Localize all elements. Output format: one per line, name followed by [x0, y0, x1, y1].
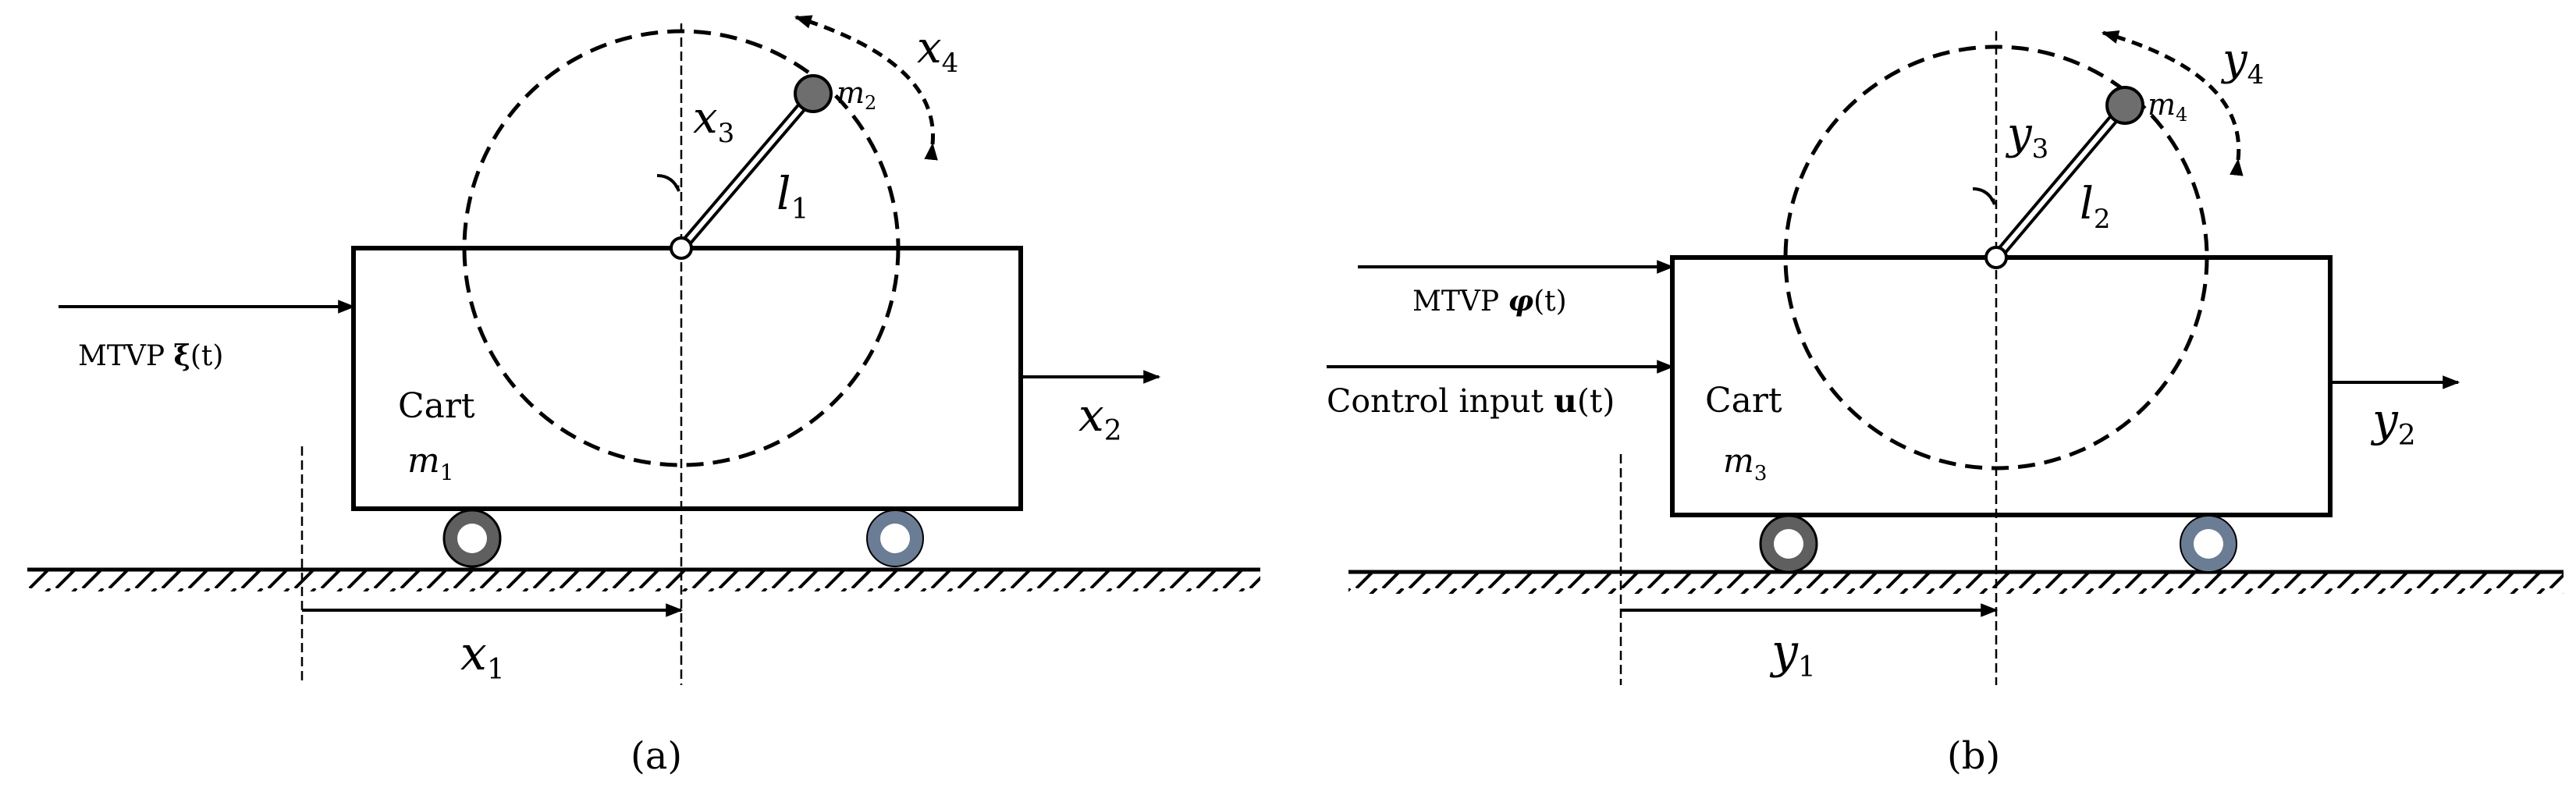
ground-b [1348, 570, 2564, 594]
pendulum-rod-a [677, 90, 818, 252]
panel-b: MTVP φ(t) Control input u(t) Cart m3 m4 … [1327, 30, 2564, 778]
velocity-label-b: y2 [2370, 393, 2416, 452]
velocity-label-a: x2 [1078, 389, 1122, 447]
caption-b: (b) [1947, 734, 2000, 778]
position-label-a: x1 [460, 627, 505, 686]
wheel-left-a [442, 509, 502, 568]
caption-a: (a) [631, 734, 682, 778]
angular-velocity-arrow-b [2101, 30, 2244, 176]
angular-velocity-label-b: y4 [2220, 34, 2264, 91]
wheel-right-a [866, 510, 924, 567]
pendulum-mass-a [794, 74, 833, 113]
cart-mass-label-b: m3 [1723, 442, 1767, 485]
cart-label-b: Cart [1705, 381, 1782, 421]
disturbance-label-b: MTVP φ(t) [1412, 285, 1567, 318]
angle-label-a: x3 [693, 93, 734, 149]
pivot-joint-b [1984, 246, 2008, 269]
angle-arrow-a [656, 174, 680, 192]
pivot-joint-a [670, 236, 693, 260]
angular-velocity-label-a: x4 [917, 23, 958, 79]
pendulum-mass-label-a: m2 [837, 76, 876, 114]
length-label-a: l1 [776, 167, 808, 225]
pendulum-mass-b [2105, 86, 2144, 125]
angle-label-b: y3 [2005, 108, 2048, 165]
length-label-b: l2 [2080, 179, 2111, 235]
cart-mass-label-a: m1 [407, 441, 454, 485]
angle-arrow-b [1972, 187, 1996, 205]
wheel-left-b [1759, 514, 1818, 574]
wheel-right-b [2180, 515, 2237, 573]
control-input-label-b: Control input u(t) [1327, 382, 1615, 420]
angular-velocity-arrow-a [794, 15, 938, 161]
ground-a [27, 567, 1260, 591]
panel-a: MTVP ξ(t) Cart m1 m2 l1 x3 x4 x2 x1 (a) [27, 15, 1260, 778]
cart-label-a: Cart [398, 386, 475, 426]
pendulum-mass-label-b: m4 [2148, 87, 2187, 126]
position-label-b: y1 [1769, 624, 1816, 684]
input-label-a: MTVP ξ(t) [78, 339, 223, 372]
